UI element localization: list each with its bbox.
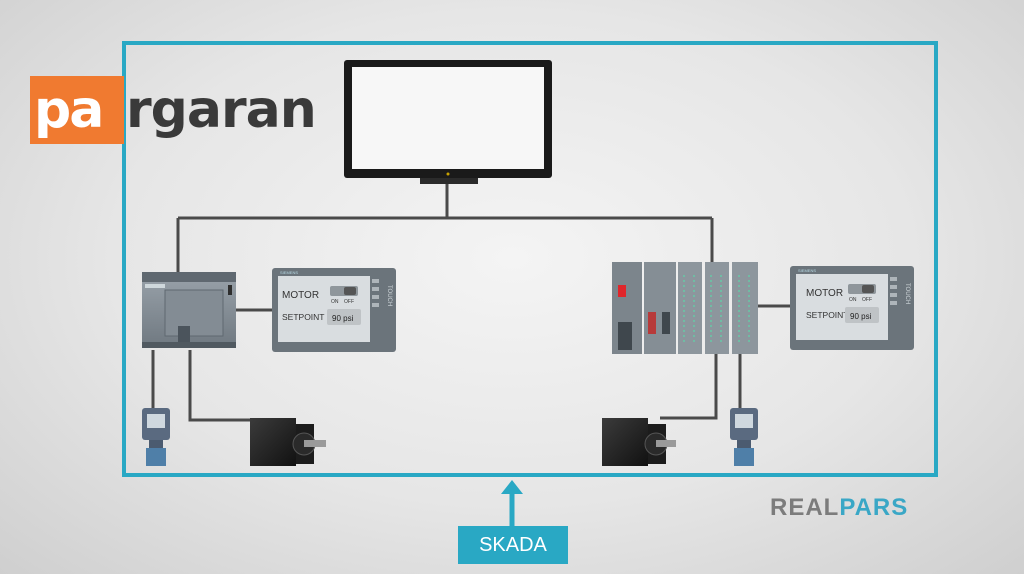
pressure-transmitter-left	[142, 408, 170, 466]
hmi-left-setpoint-label: SETPOINT	[282, 312, 325, 322]
up-arrow-icon	[501, 480, 523, 526]
hmi-left-brand: SIEMENS	[280, 270, 298, 275]
realpars-logo-part1: REAL	[770, 494, 840, 521]
plc-left[interactable]	[142, 272, 236, 348]
hmi-left-motor-label: MOTOR	[282, 290, 319, 301]
hmi-right[interactable]: SIEMENS TOUCH MOTOR ON OFF SETPOINT 90 p…	[790, 266, 914, 350]
hmi-right-setpoint-value: 90 psi	[850, 312, 872, 321]
skada-label: SKADA	[458, 526, 568, 564]
logo-background	[30, 76, 124, 144]
hmi-left-setpoint-value: 90 psi	[332, 314, 354, 323]
realpars-logo: REALPARS	[770, 494, 908, 522]
hmi-right-on-label: ON	[849, 297, 857, 303]
hmi-left-off-label: OFF	[344, 299, 354, 305]
servo-motor-left	[250, 418, 326, 466]
realpars-logo-part2: PARS	[839, 494, 909, 521]
hmi-right-brand: SIEMENS	[798, 268, 816, 273]
plc-right[interactable]	[612, 262, 758, 354]
servo-motor-right	[602, 418, 676, 466]
hmi-left-side-label: TOUCH	[386, 285, 392, 306]
hmi-right-setpoint-label: SETPOINT	[806, 310, 849, 320]
hmi-right-off-label: OFF	[862, 297, 872, 303]
hmi-left-on-label: ON	[331, 299, 339, 305]
network-wires	[151, 184, 792, 422]
hmi-left[interactable]: SIEMENS TOUCH MOTOR ON OFF SETPOINT 90 p…	[272, 268, 396, 352]
hmi-right-motor-label: MOTOR	[806, 288, 843, 299]
scada-monitor	[344, 60, 552, 184]
pressure-transmitter-right	[730, 408, 758, 466]
hmi-right-side-label: TOUCH	[904, 283, 910, 304]
logo-text-part2: rgaran	[126, 80, 317, 140]
logo-text-part1: pa	[34, 80, 104, 140]
scada-boundary	[122, 41, 938, 477]
